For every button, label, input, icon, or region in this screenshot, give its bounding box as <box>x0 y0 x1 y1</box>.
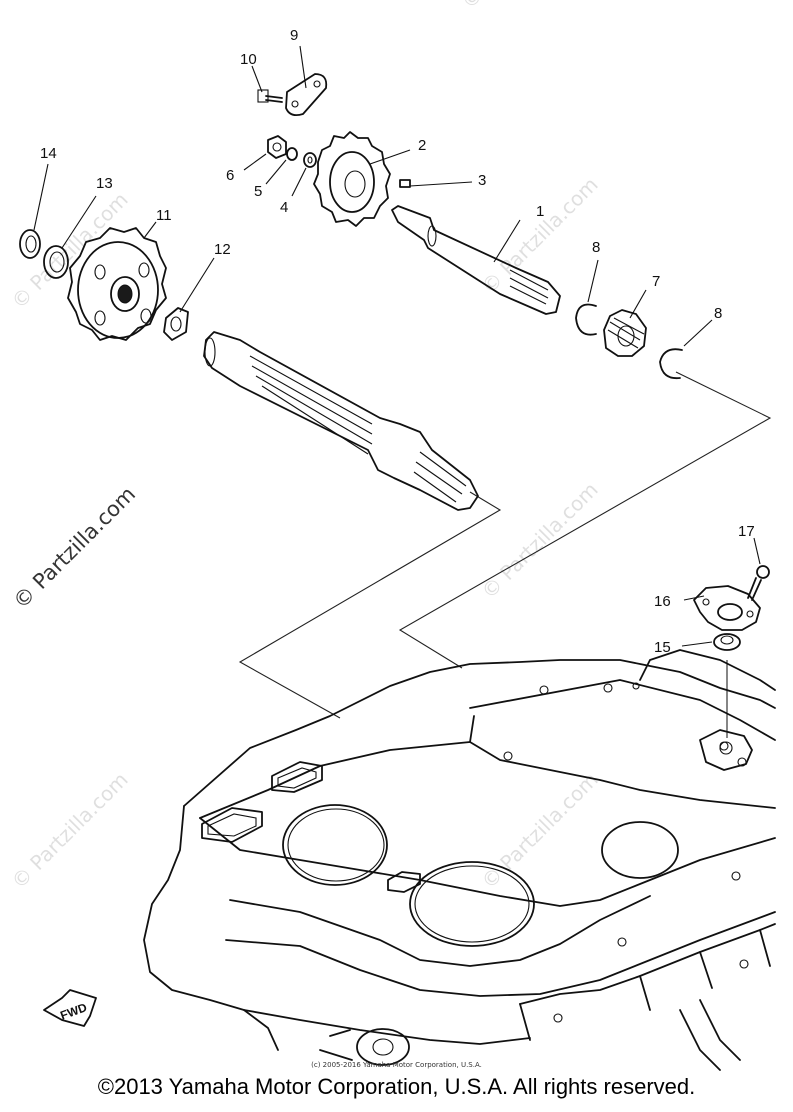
callout-number: 13 <box>96 175 113 192</box>
footer-copyright: ©2013 Yamaha Motor Corporation, U.S.A. A… <box>97 1074 696 1099</box>
callout-number: 10 <box>240 51 257 68</box>
gear-part-7 <box>603 309 647 357</box>
callout-number: 4 <box>280 199 288 216</box>
shaft-part-1 <box>391 205 561 315</box>
plate-part-9 <box>285 73 328 117</box>
circlip-part-14 <box>19 229 41 259</box>
callout-number: 17 <box>738 523 755 540</box>
watermark-layer: © Partzilla.com © Partzilla.com © Partzi… <box>7 0 603 894</box>
main-shaft <box>203 331 479 511</box>
callout-number: 3 <box>478 172 486 189</box>
watermark-text: © Partzilla.com <box>9 482 141 614</box>
watermark-text: © Partzilla.com <box>477 767 603 893</box>
small-copyright-note: (c) 2005-2016 Yamaha Motor Corporation, … <box>311 1061 482 1069</box>
thrust-washer-part-12 <box>163 307 189 341</box>
callout-number: 9 <box>290 27 298 44</box>
callout-number: 6 <box>226 167 234 184</box>
callout-number: 15 <box>654 639 671 656</box>
callout-number: 11 <box>156 207 172 224</box>
callout-number: 8 <box>714 305 722 322</box>
bolt-part-17 <box>747 565 770 601</box>
seal-part-15 <box>713 633 741 651</box>
watermark-text: © Partzilla.com <box>477 477 603 603</box>
watermark-text: © Partzilla.com <box>477 172 603 298</box>
washer-part-4 <box>303 152 317 168</box>
watermark-text: © Partzilla.com <box>457 0 583 14</box>
gear-part-11 <box>67 227 167 341</box>
callout-number: 14 <box>40 145 57 162</box>
callout-number: 8 <box>592 239 600 256</box>
bolt-part-10 <box>257 89 283 103</box>
nut-part-6 <box>267 135 287 159</box>
bracket-part-16 <box>693 585 761 631</box>
gear-part-2 <box>313 131 391 227</box>
callout-number: 12 <box>214 241 231 258</box>
washer-part-13 <box>43 245 69 279</box>
forward-arrow-label: FWD <box>58 1000 89 1023</box>
assembly-guide-lines <box>238 371 772 738</box>
crankcase <box>143 649 776 1071</box>
watermark-text: © Partzilla.com <box>7 767 133 893</box>
circlip-part-8 <box>575 303 597 336</box>
callout-number: 2 <box>418 137 426 154</box>
callouts: 1 2 3 4 5 6 7 8 8 9 10 11 12 13 14 15 16… <box>40 27 755 656</box>
callout-leaders <box>33 45 761 647</box>
callout-number: 16 <box>654 593 671 610</box>
forward-arrow: FWD <box>43 989 97 1027</box>
callout-number: 7 <box>652 273 660 290</box>
callout-number: 5 <box>254 183 262 200</box>
key-part-3 <box>399 179 411 188</box>
lockwasher-part-5 <box>286 147 298 161</box>
circlip-part-8 <box>659 348 683 380</box>
callout-number: 1 <box>536 203 544 220</box>
